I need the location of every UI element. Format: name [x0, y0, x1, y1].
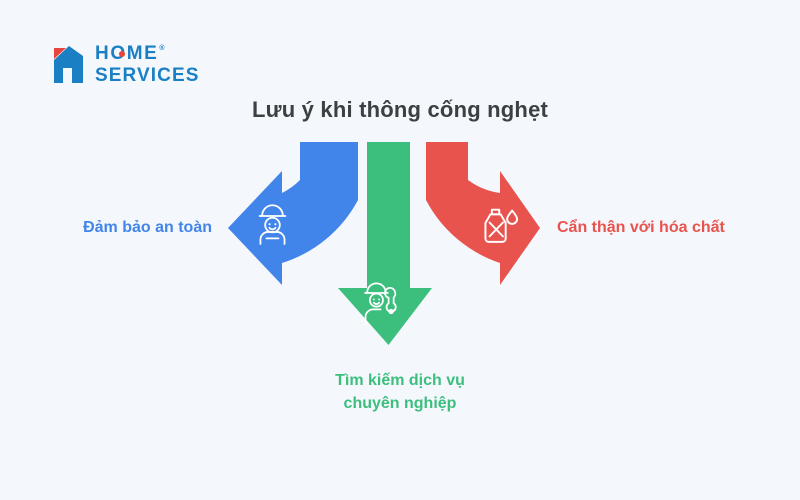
plumber-wrench-icon: [364, 282, 397, 326]
safety-worker-icon: [258, 204, 287, 245]
page-title: Lưu ý khi thông cống nghẹt: [251, 97, 549, 122]
branch-left-arrow[interactable]: [228, 142, 358, 285]
logo-wordmark: HOME ® SERVICES: [95, 44, 200, 85]
logo-line-home: HOME ®: [95, 44, 200, 63]
label-bottom-line1: Tìm kiếm dịch vụ: [335, 372, 465, 389]
chemical-container-icon: [484, 208, 519, 243]
label-left-safety: Đảm bảo an toàn: [83, 219, 212, 236]
logo-house-mark-icon: [52, 45, 86, 84]
branch-down-arrow[interactable]: [338, 142, 432, 345]
logo-o-dot-icon: [119, 51, 125, 57]
label-bottom-service: Tìm kiếm dịch vụ chuyên nghiệp: [0, 369, 800, 415]
label-right-chemical: Cẩn thận với hóa chất: [557, 219, 725, 236]
logo-home-text: HOME: [95, 43, 159, 64]
home-services-logo[interactable]: HOME ® SERVICES: [52, 44, 200, 85]
branch-right-arrow[interactable]: [426, 142, 540, 285]
logo-registered-icon: ®: [159, 45, 167, 52]
label-bottom-line2: chuyên nghiệp: [343, 395, 457, 413]
logo-services-text: SERVICES: [95, 65, 200, 86]
